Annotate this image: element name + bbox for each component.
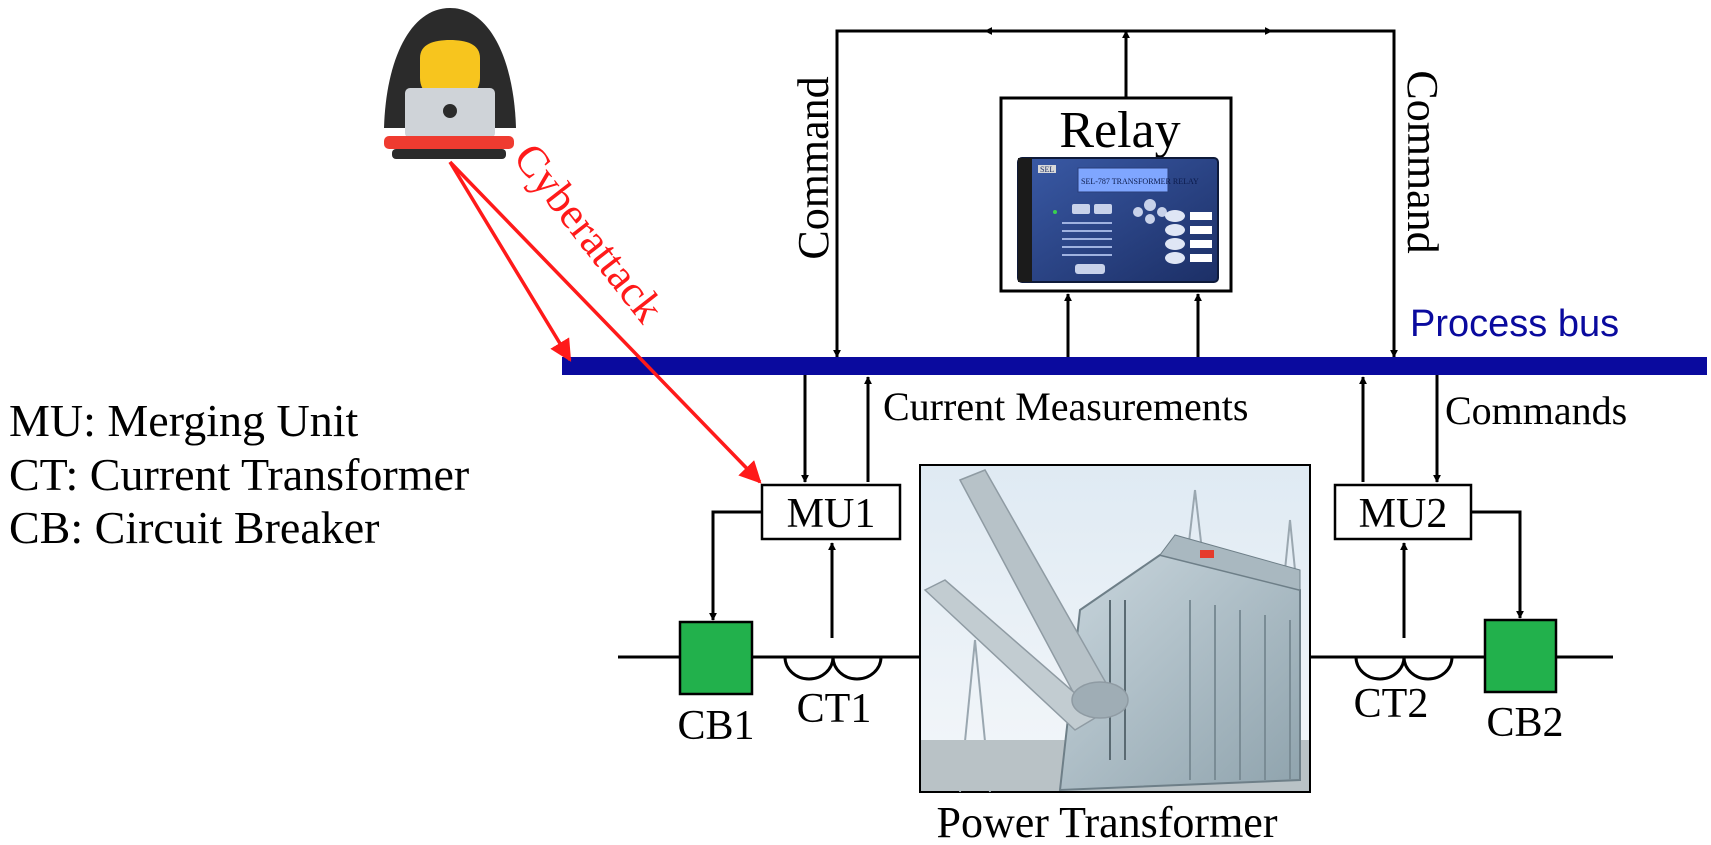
attack-to-mu1-arrow	[448, 160, 762, 484]
ct2-label: CT2	[1354, 681, 1429, 727]
mu1-box: MU1	[760, 483, 902, 541]
power-transformer-image	[919, 464, 1311, 793]
legend-cb: CB: Circuit Breaker	[9, 502, 379, 553]
bus-to-relay-arrows	[1064, 293, 1202, 358]
commands-label: Commands	[1445, 388, 1627, 433]
process-bus-label: Process bus	[1410, 303, 1619, 345]
current-measurements-label: Current Measurements	[883, 384, 1248, 429]
relay-panel-text: SEL-787 TRANSFORMER RELAY	[1081, 177, 1199, 186]
power-transformer-label: Power Transformer	[937, 798, 1278, 845]
cyberattack-arrows	[448, 160, 762, 484]
relay-label: Relay	[1059, 102, 1180, 159]
hacker-icon	[384, 8, 516, 159]
ct1-label: CT1	[797, 686, 872, 732]
field-arrows	[709, 542, 1524, 621]
command-loop-arrows	[833, 27, 1398, 358]
mu1-label: MU1	[787, 491, 876, 537]
cb1-label: CB1	[677, 703, 754, 749]
relay-box: Relay SEL SEL-787 TRANSFORMER RELAY	[999, 96, 1233, 293]
attack-to-bus-arrow	[448, 161, 572, 362]
command-left-label: Command	[789, 76, 838, 259]
mu-bus-arrows	[801, 375, 1441, 483]
mu2-box: MU2	[1333, 483, 1473, 541]
relay-device-image: SEL SEL-787 TRANSFORMER RELAY	[1017, 157, 1219, 283]
command-right-label: Command	[1398, 70, 1447, 253]
process-bus	[562, 357, 1707, 375]
mu2-label: MU2	[1359, 491, 1448, 537]
cb2-breaker	[1483, 618, 1558, 694]
legend-mu: MU: Merging Unit	[9, 395, 358, 446]
ct2-symbol	[1354, 656, 1454, 681]
cb1-breaker	[678, 620, 754, 696]
ct1-symbol	[783, 656, 883, 681]
cb2-label: CB2	[1486, 700, 1563, 746]
cyberattack-label: Cyberattack	[504, 134, 673, 332]
legend-ct: CT: Current Transformer	[9, 449, 469, 500]
relay-brand: SEL	[1040, 165, 1054, 174]
legend: MU: Merging Unit CT: Current Transformer…	[9, 395, 469, 553]
